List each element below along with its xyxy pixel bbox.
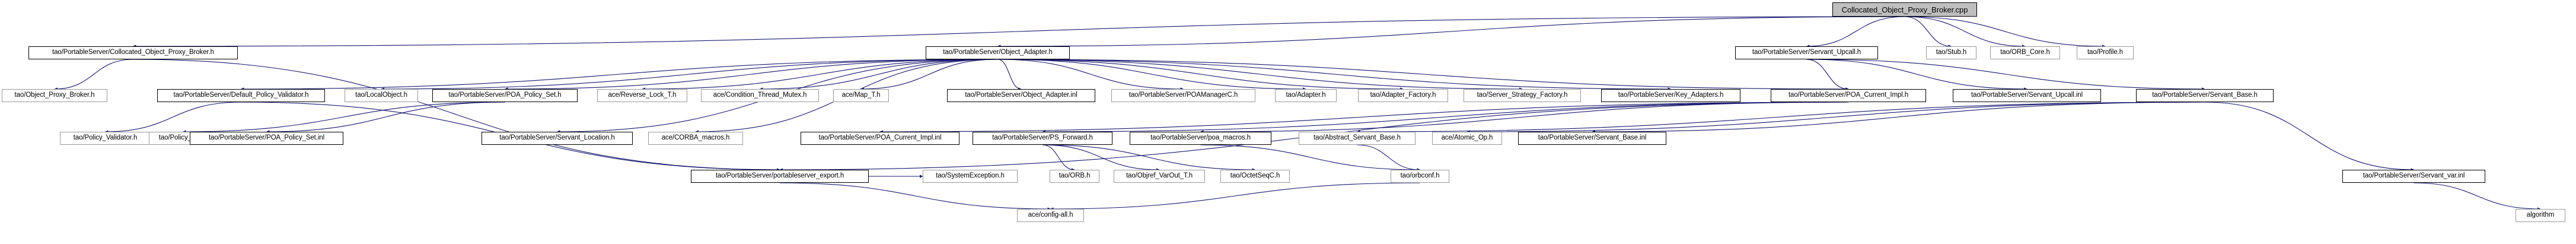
edge-n1-to-n34 [133, 59, 780, 172]
graph-node-n19[interactable]: tao/PortableServer/Key_Adapters.h [1601, 89, 1740, 102]
graph-node-n5[interactable]: tao/ORB_Core.h [1990, 46, 2060, 59]
graph-node-n6[interactable]: tao/Profile.h [2077, 46, 2134, 59]
edge-n22-to-n40 [2204, 102, 2415, 172]
edge-n2-to-n12 [759, 59, 998, 91]
edge-n22-to-n31 [1356, 102, 2205, 134]
graph-node-n30[interactable]: tao/PortableServer/poa_macros.h [1130, 132, 1271, 145]
edge-n39-to-n41 [1050, 182, 1420, 211]
graph-node-n23[interactable]: tao/Policy_Validator.h [60, 132, 151, 145]
edge-n2-to-n15 [997, 59, 1184, 91]
graph-node-n17[interactable]: tao/Adapter_Factory.h [1358, 89, 1448, 102]
graph-node-n29[interactable]: tao/PortableServer/PS_Forward.h [973, 132, 1112, 145]
graph-node-n3[interactable]: tao/PortableServer/Servant_Upcall.h [1735, 46, 1878, 59]
graph-node-n9[interactable]: tao/LocalObject.h [345, 89, 418, 102]
graph-node-n39[interactable]: tao/orbconf.h [1391, 170, 1449, 183]
graph-node-n13[interactable]: ace/Map_T.h [833, 89, 889, 102]
graph-node-n33[interactable]: tao/PortableServer/Servant_Base.inl [1518, 132, 1666, 145]
graph-node-n12[interactable]: ace/Condition_Thread_Mutex.h [701, 89, 819, 102]
edge-n20-to-n29 [1042, 102, 1849, 134]
edge-n20-to-n28 [879, 102, 1849, 134]
edge-n2-to-n10 [504, 59, 998, 91]
edge-n2-to-n17 [997, 59, 1404, 91]
graph-node-n2[interactable]: tao/PortableServer/Object_Adapter.h [926, 46, 1070, 59]
graph-node-n7[interactable]: tao/Object_Proxy_Broker.h [2, 89, 107, 102]
edge-n0-to-n2 [997, 16, 1905, 48]
graph-node-n32[interactable]: ace/Atomic_Op.h [1432, 132, 1502, 145]
edge-n40-to-n42 [2414, 182, 2541, 211]
graph-node-n11[interactable]: ace/Reverse_Lock_T.h [597, 89, 687, 102]
graph-node-n26[interactable]: tao/PortableServer/Servant_Location.h [482, 132, 633, 145]
edge-n0-to-n6 [1904, 16, 2106, 48]
edge-n10-to-n24 [182, 102, 505, 134]
graph-node-n28[interactable]: tao/PortableServer/POA_Current_Impl.inl [801, 132, 959, 145]
graph-node-n20[interactable]: tao/PortableServer/POA_Current_Impl.h [1771, 89, 1926, 102]
graph-node-n37[interactable]: tao/Objref_VarOut_T.h [1114, 170, 1205, 183]
edge-n8-to-n23 [104, 102, 241, 134]
graph-node-n15[interactable]: tao/PortableServer/POAManagerC.h [1111, 89, 1255, 102]
edge-n2-to-n20 [997, 59, 1849, 91]
edge-n2-to-n13 [860, 59, 998, 91]
graph-node-n14[interactable]: tao/PortableServer/Object_Adapter.inl [947, 89, 1095, 102]
edge-n22-to-n32 [1466, 102, 2205, 134]
graph-node-n36[interactable]: tao/ORB.h [1050, 170, 1099, 183]
graph-node-n31[interactable]: tao/Abstract_Servant_Base.h [1299, 132, 1415, 145]
graph-node-n38[interactable]: tao/OctetSeqC.h [1220, 170, 1290, 183]
edge-n2-to-n14 [997, 59, 1022, 91]
graph-node-n10[interactable]: tao/PortableServer/POA_Policy_Set.h [432, 89, 578, 102]
edge-n3-to-n21 [1806, 59, 2027, 91]
edge-n29-to-n37 [1042, 144, 1160, 172]
edge-n3-to-n20 [1806, 59, 1849, 91]
edge-n2-to-n18 [997, 59, 1523, 91]
edge-n0-to-n5 [1904, 16, 2026, 48]
edge-n2-to-n11 [642, 59, 998, 91]
edge-n2-to-n8 [240, 59, 998, 91]
graph-node-n42[interactable]: algorithm [2516, 209, 2565, 222]
graph-node-n18[interactable]: tao/Server_Strategy_Factory.h [1464, 89, 1581, 102]
graph-node-n27[interactable]: ace/CORBA_macros.h [648, 132, 743, 145]
graph-node-n35[interactable]: tao/SystemException.h [923, 170, 1018, 183]
edge-n20-to-n30 [1200, 102, 1849, 134]
edge-n22-to-n33 [1592, 102, 2205, 134]
edge-n29-to-n36 [1042, 144, 1075, 172]
graph-node-n25[interactable]: tao/PortableServer/POA_Policy_Set.inl [190, 132, 343, 145]
edge-n1-to-n7 [54, 59, 133, 91]
edge-n10-to-n25 [266, 102, 505, 134]
graph-node-n41[interactable]: ace/config-all.h [1017, 209, 1084, 222]
edge-n31-to-n39 [1357, 144, 1421, 172]
graph-node-n21[interactable]: tao/PortableServer/Servant_Upcall.inl [1953, 89, 2101, 102]
edge-n2-to-n16 [997, 59, 1306, 91]
graph-node-n16[interactable]: tao/Adapter.h [1275, 89, 1337, 102]
edge-n2-to-n9 [381, 59, 998, 91]
edge-n0-to-n1 [132, 16, 1905, 48]
graph-node-n1[interactable]: tao/PortableServer/Collocated_Object_Pro… [28, 46, 238, 59]
edge-n30-to-n39 [1200, 144, 1421, 172]
edge-n3-to-n22 [1806, 59, 2205, 91]
graph-node-n4[interactable]: tao/Stub.h [1926, 46, 1976, 59]
edge-n2-to-n19 [997, 59, 1672, 91]
graph-node-n34[interactable]: tao/PortableServer/portableserver_export… [691, 170, 869, 183]
graph-node-n8[interactable]: tao/PortableServer/Default_Policy_Valida… [157, 89, 325, 102]
edge-n0-to-n4 [1904, 16, 1952, 48]
graph-node-n40[interactable]: tao/PortableServer/Servant_var.inl [2342, 170, 2485, 183]
edge-n0-to-n3 [1806, 16, 1905, 48]
edge-n29-to-n38 [1042, 144, 1256, 172]
graph-node-n0[interactable]: Collocated_Object_Proxy_Broker.cpp [1832, 2, 1977, 17]
graph-node-n22[interactable]: tao/PortableServer/Servant_Base.h [2136, 89, 2274, 102]
edge-n34-to-n41 [779, 182, 1051, 211]
